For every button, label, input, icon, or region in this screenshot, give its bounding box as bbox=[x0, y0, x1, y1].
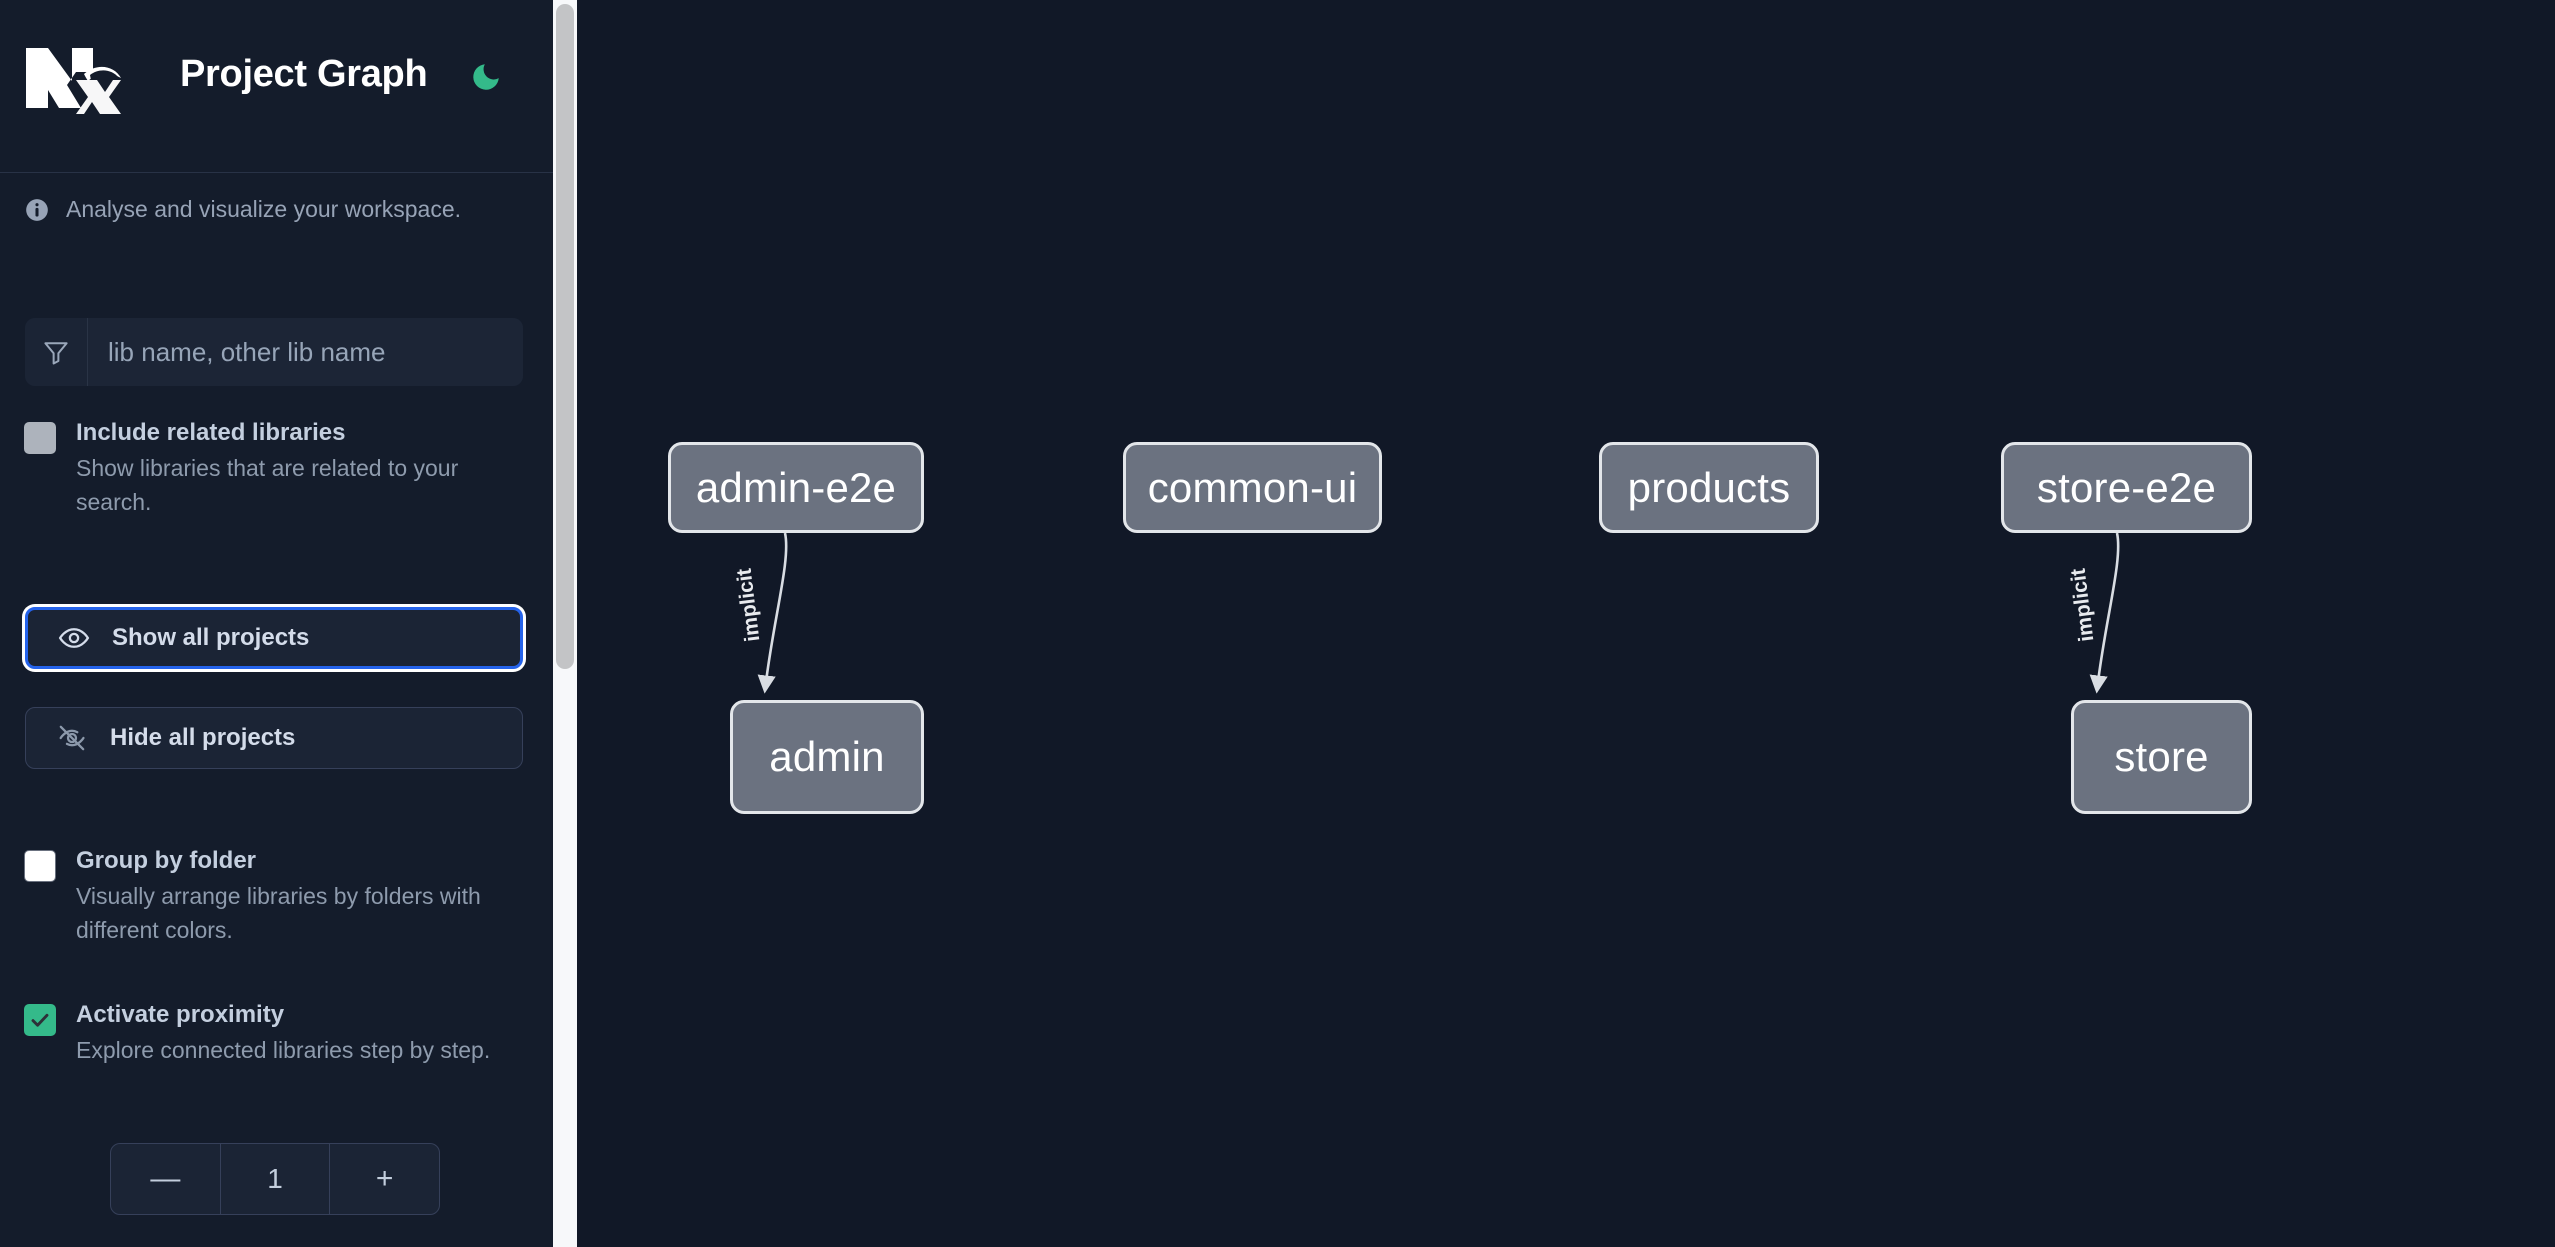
filter-field[interactable] bbox=[25, 318, 523, 386]
proximity-decrement-button[interactable]: — bbox=[111, 1144, 221, 1214]
workspace-subtitle-text: Analyse and visualize your workspace. bbox=[66, 196, 462, 222]
graph-canvas[interactable]: implicit implicit admin-e2e common-ui pr… bbox=[577, 0, 2555, 1247]
sidebar: Project Graph Analyse and visualize your… bbox=[0, 0, 553, 1247]
edge-label-admin-implicit: implicit bbox=[732, 567, 765, 643]
proximity-value: 1 bbox=[267, 1163, 283, 1194]
graph-edges bbox=[757, 532, 2120, 694]
group-by-folder-checkbox[interactable] bbox=[24, 850, 56, 882]
include-related-libraries-row[interactable]: Include related libraries Show libraries… bbox=[24, 418, 529, 520]
sidebar-header: Project Graph bbox=[0, 0, 553, 173]
proximity-stepper[interactable]: — 1 + bbox=[110, 1143, 440, 1215]
group-by-folder-row[interactable]: Group by folder Visually arrange librari… bbox=[24, 846, 529, 948]
eye-icon bbox=[58, 622, 90, 654]
search-input[interactable] bbox=[88, 318, 523, 386]
activate-proximity-label: Activate proximity bbox=[76, 1001, 285, 1028]
funnel-icon bbox=[25, 318, 88, 386]
show-all-projects-label: Show all projects bbox=[112, 624, 310, 651]
page-title: Project Graph bbox=[180, 53, 428, 95]
activate-proximity-row[interactable]: Activate proximity Explore connected lib… bbox=[24, 1000, 529, 1068]
include-related-libraries-checkbox[interactable] bbox=[24, 422, 56, 454]
graph-node-store-e2e[interactable]: store-e2e bbox=[2001, 442, 2252, 533]
activate-proximity-description: Explore connected libraries step by step… bbox=[76, 1037, 491, 1063]
group-by-folder-description: Visually arrange libraries by folders wi… bbox=[76, 883, 481, 943]
moon-icon[interactable] bbox=[466, 57, 506, 97]
hide-all-projects-label: Hide all projects bbox=[110, 724, 296, 751]
eye-off-icon bbox=[56, 722, 88, 754]
graph-node-admin[interactable]: admin bbox=[730, 700, 924, 814]
edge-label-store-implicit: implicit bbox=[2066, 567, 2099, 643]
info-icon bbox=[24, 197, 50, 223]
activate-proximity-checkbox[interactable] bbox=[24, 1004, 56, 1036]
proximity-increment-button[interactable]: + bbox=[329, 1144, 439, 1214]
graph-node-products[interactable]: products bbox=[1599, 442, 1819, 533]
include-related-libraries-label: Include related libraries bbox=[76, 419, 346, 446]
hide-all-projects-button[interactable]: Hide all projects bbox=[25, 707, 523, 769]
graph-node-store[interactable]: store bbox=[2071, 700, 2252, 814]
graph-node-admin-e2e[interactable]: admin-e2e bbox=[668, 442, 924, 533]
graph-node-common-ui[interactable]: common-ui bbox=[1123, 442, 1382, 533]
group-by-folder-label: Group by folder bbox=[76, 847, 256, 874]
sidebar-scrollbar-thumb[interactable] bbox=[556, 4, 574, 669]
nx-logo bbox=[24, 44, 122, 114]
show-all-projects-button[interactable]: Show all projects bbox=[25, 607, 523, 669]
workspace-subtitle: Analyse and visualize your workspace. bbox=[24, 196, 461, 223]
include-related-libraries-description: Show libraries that are related to your … bbox=[76, 455, 459, 515]
